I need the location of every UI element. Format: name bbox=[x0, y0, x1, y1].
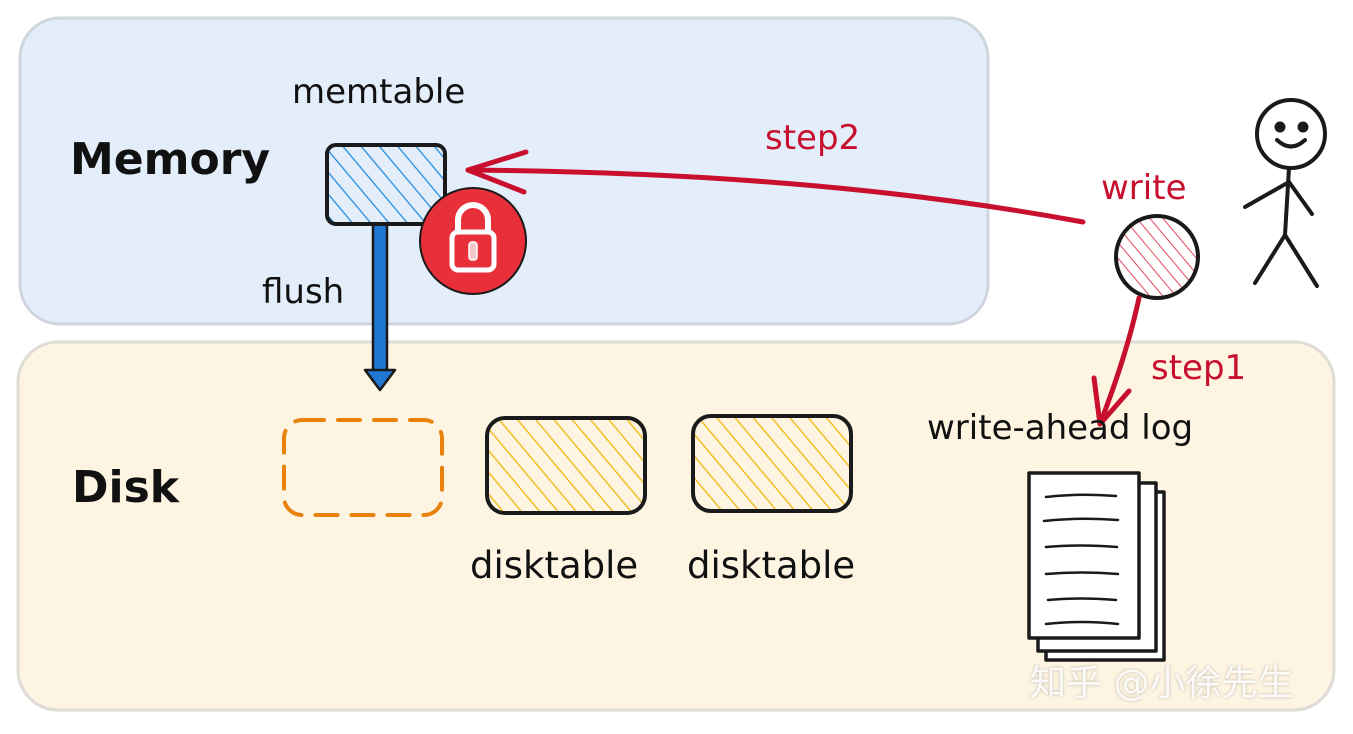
watermark: 知乎 @小徐先生 bbox=[1030, 663, 1294, 704]
write-label: write bbox=[1101, 168, 1187, 208]
disktable-label-1: disktable bbox=[470, 544, 639, 587]
document-stack-icon bbox=[1027, 471, 1166, 662]
disk-region bbox=[16, 340, 1336, 712]
disk-region-label: Disk bbox=[72, 462, 180, 513]
disktable-label-2: disktable bbox=[687, 544, 856, 587]
step2-arrow bbox=[465, 149, 1086, 225]
write-circle bbox=[1114, 214, 1200, 300]
memory-region-label: Memory bbox=[70, 134, 271, 185]
lock-icon bbox=[419, 187, 527, 295]
flush-label: flush bbox=[262, 272, 345, 312]
step2-label: step2 bbox=[765, 118, 861, 158]
memtable-label: memtable bbox=[292, 72, 466, 112]
step1-label: step1 bbox=[1151, 348, 1247, 388]
memtable-box bbox=[325, 143, 447, 226]
flush-target-placeholder bbox=[282, 418, 444, 517]
disktable-box-1 bbox=[485, 416, 647, 515]
disktable-box-2 bbox=[691, 414, 853, 513]
stick-figure-icon bbox=[1243, 98, 1327, 288]
step1-arrow bbox=[1091, 295, 1142, 427]
write-ahead-log-label: write-ahead log bbox=[927, 408, 1194, 448]
